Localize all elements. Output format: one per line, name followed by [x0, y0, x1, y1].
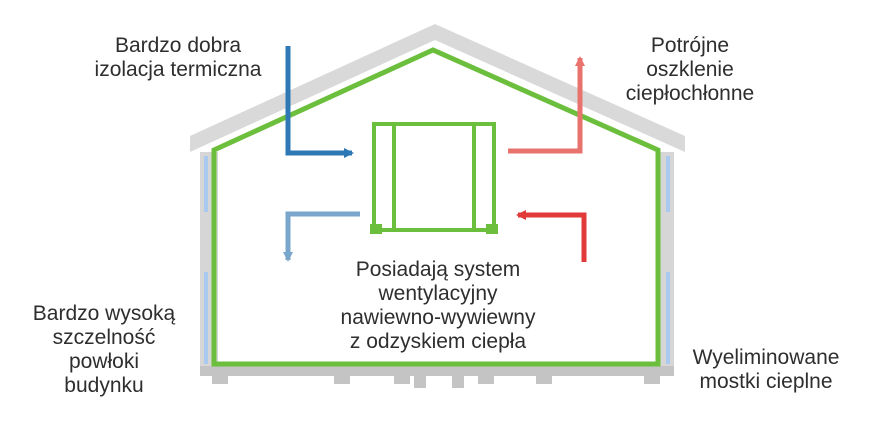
ventilation-label: Posiadają system wentylacyjny nawiewno-w… [341, 258, 536, 354]
airtight-envelope [211, 47, 661, 367]
foundation-footing [414, 376, 426, 388]
foundation-footing [334, 376, 350, 384]
ventilation-unit [370, 122, 498, 234]
thermal-bridges-label-line: mostki cieplne [699, 370, 833, 393]
ventilation-label-line: nawiewno-wywiewny [340, 306, 536, 329]
glazing-label-line: Potrójne [650, 34, 730, 57]
foundation-footing [452, 376, 464, 388]
ventilation-label-line: Posiadają system [355, 258, 521, 281]
ventilation-label-line: wentylacyjny [378, 282, 498, 305]
exhaust-air-arrow [508, 56, 585, 154]
glazing-label-line: ciepłochłonne [625, 82, 755, 105]
insulation-label: Bardzo dobra izolacja termiczna [95, 34, 262, 82]
airtightness-label-line: powłoki [68, 350, 140, 373]
insulation-arrow [285, 46, 354, 158]
insulation-label-line: izolacja termiczna [94, 58, 262, 81]
airtightness-label-line: szczelność [52, 326, 156, 349]
glazing-label: Potrójne oszklenie ciepłochłonne [626, 34, 754, 106]
foundation-footing [394, 376, 410, 384]
foundation-footing [536, 376, 552, 384]
supply-air-arrow [283, 211, 360, 262]
airtightness-label: Bardzo wysoką szczelność powłoki budynku [33, 302, 175, 398]
ventilation-label-line: z odzyskiem ciepła [349, 330, 527, 353]
roof [190, 24, 685, 152]
insulation-label-line: Bardzo dobra [114, 34, 242, 57]
foundation-footing [644, 376, 660, 384]
extract-air-arrow [516, 210, 587, 262]
foundation-slab [200, 366, 674, 376]
foundation-footing [212, 376, 228, 384]
thermal-bridges-label-line: Wyeliminowane [692, 346, 840, 369]
airtightness-label-line: budynku [64, 374, 144, 397]
glazing-label-line: oszklenie [646, 58, 734, 81]
foundation-footing [478, 376, 494, 384]
airtightness-label-line: Bardzo wysoką [32, 302, 176, 325]
thermal-bridges-label: Wyeliminowane mostki cieplne [693, 346, 840, 394]
